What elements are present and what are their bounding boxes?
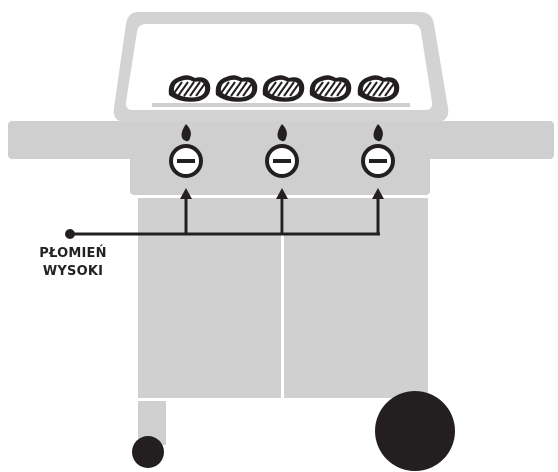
arrowhead-2 (276, 188, 288, 199)
flame-level-label-line1: PŁOMIEŃ (39, 246, 107, 261)
wheel-large (375, 391, 455, 471)
steak-icon (309, 75, 352, 102)
cabinet-door-divider (281, 198, 284, 401)
flame-level-label-line2: WYSOKI (42, 264, 104, 279)
callout-dot (65, 229, 75, 239)
knob-indicator (369, 159, 387, 163)
side-shelf-left (8, 121, 138, 159)
flame-level-label: PŁOMIEŃ WYSOKI (28, 245, 118, 281)
knob-indicator (177, 159, 195, 163)
connector-lines (70, 198, 380, 236)
steak-icon (357, 75, 400, 102)
steak-icon (215, 75, 258, 102)
food-row (168, 75, 400, 102)
connector-arrowheads (180, 188, 384, 199)
side-shelf-right (420, 121, 554, 159)
steak-icon (262, 75, 305, 102)
knob-indicator (273, 159, 291, 163)
steak-icon (168, 75, 211, 102)
grill-grate (152, 103, 410, 107)
flame-icon (277, 124, 287, 142)
flame-icon (181, 124, 191, 142)
cabinet-bottom-line (138, 398, 428, 401)
arrowhead-1 (180, 188, 192, 199)
flame-icon (373, 124, 383, 142)
control-knob-1[interactable] (169, 144, 203, 178)
control-knob-2[interactable] (265, 144, 299, 178)
arrowhead-3 (372, 188, 384, 199)
control-knob-3[interactable] (361, 144, 395, 178)
wheel-small (132, 436, 164, 468)
